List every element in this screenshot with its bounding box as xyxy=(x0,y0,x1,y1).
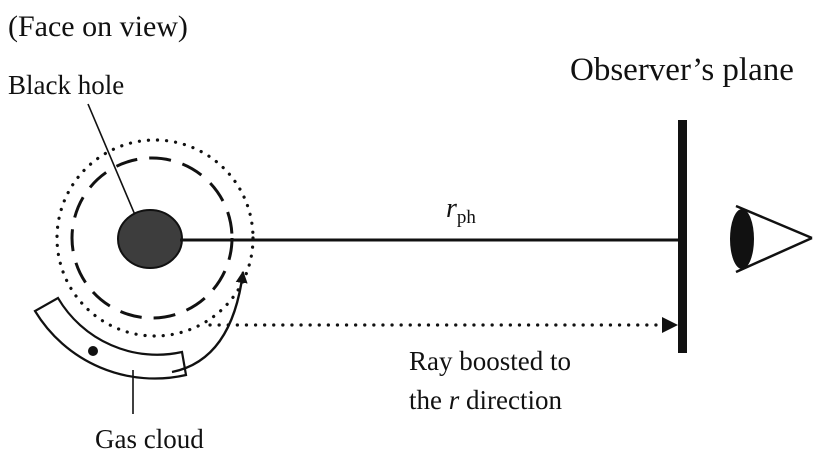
view-caption: (Face on view) xyxy=(8,10,188,43)
photon-radius-subscript: ph xyxy=(456,207,476,228)
observer-plane-bar xyxy=(678,120,687,353)
ray-label-line2: the r direction xyxy=(409,387,562,414)
black-hole-label: Black hole xyxy=(8,70,125,100)
photon-radius-symbol: r xyxy=(446,193,457,224)
eye-icon xyxy=(735,204,813,274)
observer-plane-label: Observer’s plane xyxy=(570,52,794,88)
photon-radius-label: rph xyxy=(446,193,476,228)
outer-dotted-orbit xyxy=(55,138,255,338)
gas-cloud-blob xyxy=(88,346,98,356)
gas-cloud-label: Gas cloud xyxy=(95,424,204,454)
orbital-motion-arrow xyxy=(171,270,248,374)
boosted-ray-arrowhead xyxy=(662,317,678,333)
ray-label-variable: r xyxy=(448,385,460,415)
eye-pupil xyxy=(730,209,754,269)
ray-label-suffix: direction xyxy=(459,385,562,415)
ray-label-prefix: the xyxy=(409,385,449,415)
ray-label-line1: Ray boosted to xyxy=(409,346,571,376)
gas-cloud-arc xyxy=(33,296,188,380)
photon-sphere-dashed-circle xyxy=(70,156,234,320)
black-hole xyxy=(117,209,183,269)
black-hole-pointer-line xyxy=(87,103,139,223)
